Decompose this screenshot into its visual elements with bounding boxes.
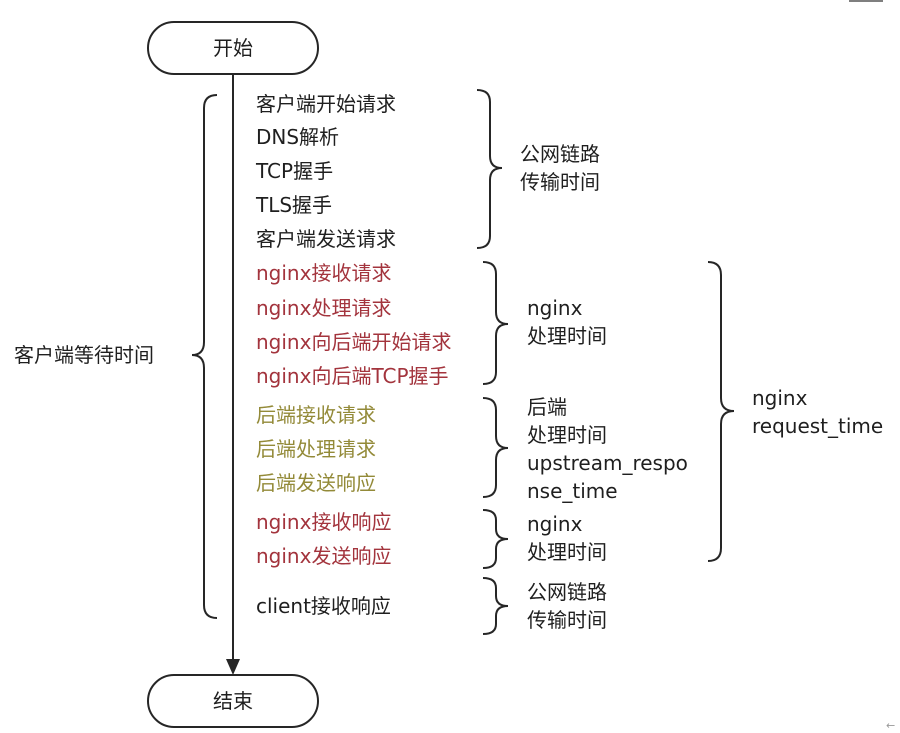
- phase-line: nginx: [527, 512, 583, 536]
- phase-line: 传输时间: [527, 608, 607, 632]
- request-time-line: nginx: [752, 386, 808, 410]
- phase-line: 后端: [527, 395, 567, 419]
- phase-label: 公网链路 传输时间: [520, 140, 600, 196]
- phase-label: nginx 处理时间: [527, 294, 607, 350]
- client-wait-label: 客户端等待时间: [14, 343, 154, 367]
- step-label: 客户端发送请求: [256, 227, 396, 251]
- step-label: nginx接收响应: [256, 510, 392, 534]
- step-label: nginx接收请求: [256, 261, 392, 285]
- step-label: nginx向后端TCP握手: [256, 364, 449, 388]
- step-label: client接收响应: [256, 594, 391, 618]
- phase-line: 公网链路: [527, 580, 607, 604]
- request-time-brace: [707, 261, 735, 562]
- step-label: nginx向后端开始请求: [256, 330, 452, 354]
- step-label: DNS解析: [256, 125, 340, 149]
- backend-process-brace: [482, 397, 509, 498]
- phase-line: 处理时间: [527, 324, 607, 348]
- step-label: 后端发送响应: [256, 471, 376, 495]
- public-network-brace-2: [482, 577, 509, 635]
- step-label: 后端处理请求: [256, 437, 376, 461]
- phase-line: 传输时间: [520, 170, 600, 194]
- return-arrow-icon: ←: [886, 719, 896, 732]
- phase-line: 公网链路: [520, 142, 600, 166]
- public-network-brace-1: [476, 89, 503, 249]
- client-wait-brace: [191, 94, 218, 619]
- phase-label: 后端 处理时间 upstream_respo nse_time: [527, 393, 688, 505]
- phase-line: nginx: [527, 296, 583, 320]
- nginx-process-brace-1: [482, 261, 509, 385]
- nginx-process-brace-2: [482, 509, 509, 569]
- phase-label: 公网链路 传输时间: [527, 578, 607, 634]
- step-label: 后端接收请求: [256, 403, 376, 427]
- phase-line: 处理时间: [527, 423, 607, 447]
- step-label: nginx处理请求: [256, 296, 392, 320]
- step-label: 客户端开始请求: [256, 92, 396, 116]
- timeline-arrowhead: [226, 659, 240, 675]
- request-time-label: nginx request_time: [752, 384, 883, 440]
- request-time-line: request_time: [752, 414, 884, 438]
- phase-line: upstream_respo: [527, 451, 688, 475]
- phase-label: nginx 处理时间: [527, 510, 607, 566]
- start-node: 开始: [213, 36, 253, 60]
- step-label: TCP握手: [256, 159, 334, 183]
- end-node: 结束: [213, 689, 253, 713]
- step-label: nginx发送响应: [256, 544, 392, 568]
- step-label: TLS握手: [256, 193, 333, 217]
- phase-line: nse_time: [527, 479, 618, 503]
- phase-line: 处理时间: [527, 540, 607, 564]
